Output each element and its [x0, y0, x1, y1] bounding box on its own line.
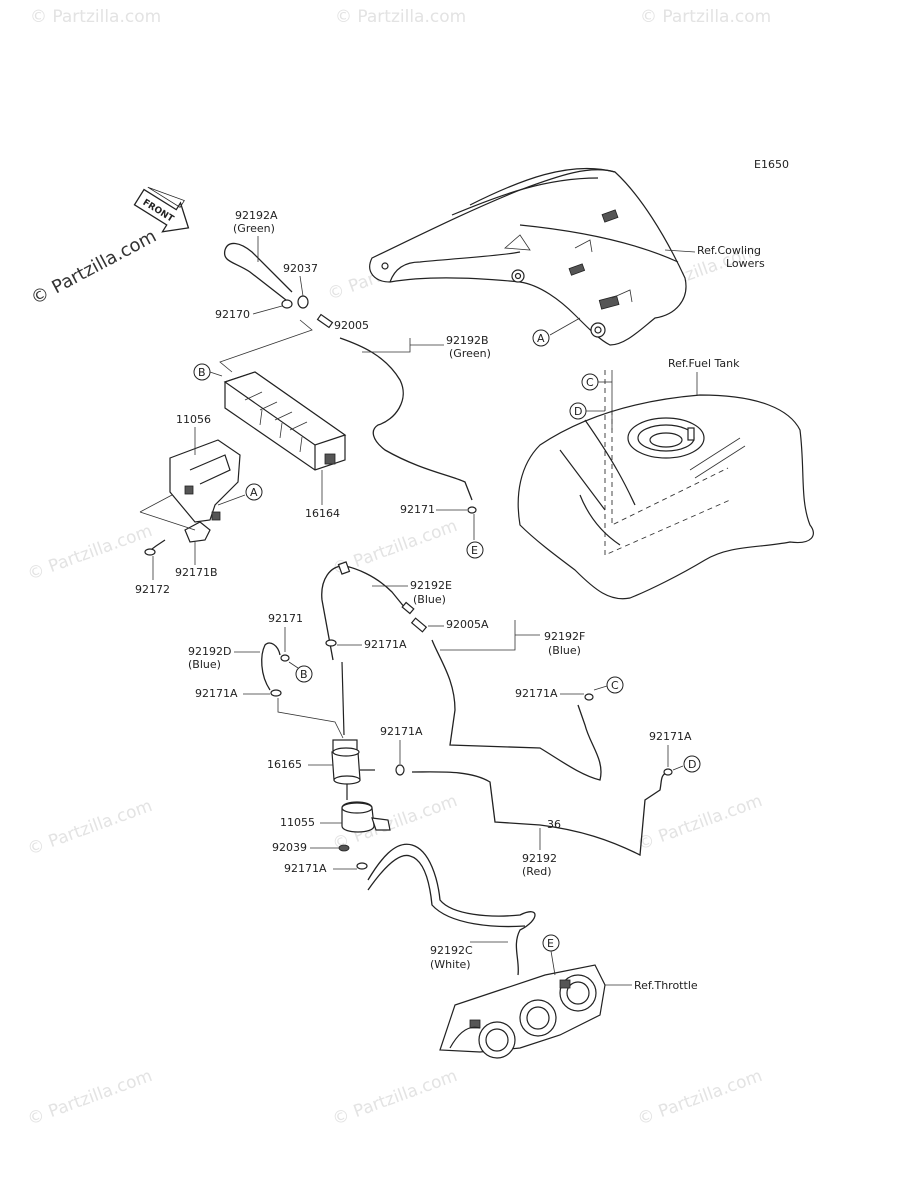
ref-throttle-label: Ref.Throttle	[634, 979, 698, 992]
part-92171-top: 92171	[400, 503, 435, 516]
part-92192a: 92192A	[235, 209, 278, 222]
pipe-92005	[316, 313, 334, 329]
watermark: © Partzilla.com	[25, 521, 155, 585]
pipe-92005a	[410, 617, 428, 633]
watermark: © Partzilla.com	[335, 7, 466, 27]
part-92171a-3: 92171A	[195, 687, 238, 700]
part-92171a-1: 92171A	[364, 638, 407, 651]
hose-92192c	[367, 843, 536, 976]
part-92172: 92172	[135, 583, 170, 596]
part-92005a: 92005A	[446, 618, 489, 631]
part-92192e: 92192E	[410, 579, 452, 592]
part-92192: 92192	[522, 852, 557, 865]
watermark-dark: © Partzilla.com	[27, 226, 160, 310]
watermark: © Partzilla.com	[330, 1066, 460, 1130]
part-16165: 16165	[267, 758, 302, 771]
hose-92192d	[261, 642, 281, 691]
part-92171a-2: 92171A	[515, 687, 558, 700]
watermark: © Partzilla.com	[635, 1066, 765, 1130]
part-92192d-color: (Blue)	[188, 658, 221, 671]
cowling-lowers	[369, 167, 687, 346]
part-16164: 16164	[305, 507, 340, 520]
part-92171b: 92171B	[175, 566, 218, 579]
part-92037: 92037	[283, 262, 318, 275]
part-92192f-color: (Blue)	[548, 644, 581, 657]
part-11056: 11056	[176, 413, 211, 426]
hose-92192f	[431, 639, 602, 781]
part-92171-mid: 92171	[268, 612, 303, 625]
part-92192c-color: (White)	[430, 958, 471, 971]
watermark: © Partzilla.com	[25, 1066, 155, 1130]
canister-16164	[223, 371, 347, 471]
part-92171a-4: 92171A	[380, 725, 423, 738]
callout-b2-label: B	[300, 668, 308, 681]
callout-c-label: C	[586, 376, 594, 389]
ref-fuel-tank-label: Ref.Fuel Tank	[668, 357, 740, 370]
watermark: © Partzilla.com	[635, 791, 765, 855]
washer-92037	[297, 295, 309, 309]
callout-e2-label: E	[547, 937, 554, 950]
callout-e-label: E	[471, 544, 478, 557]
diagram-code: E1650	[754, 158, 789, 171]
part-92192b: 92192B	[446, 334, 489, 347]
part-92192a-color: (Green)	[233, 222, 275, 235]
clip-92171b	[184, 521, 211, 543]
fuel-tank	[517, 370, 814, 600]
part-92005: 92005	[334, 319, 369, 332]
callout-c2-label: C	[611, 679, 619, 692]
callout-a2-label: A	[250, 486, 258, 499]
callout-d2	[683, 755, 701, 773]
part-92171a-5: 92171A	[649, 730, 692, 743]
part-92192c: 92192C	[430, 944, 473, 957]
watermark: © Partzilla.com	[30, 7, 161, 27]
hose-92192b	[339, 337, 473, 501]
hose-92192	[411, 771, 669, 857]
callout-d-label: D	[574, 405, 582, 418]
part-92170: 92170	[215, 308, 250, 321]
part-92171a-6: 92171A	[284, 862, 327, 875]
bracket-11055	[341, 801, 391, 833]
callout-e	[466, 541, 484, 559]
filter-16165	[331, 661, 361, 800]
ref-cowling-label-2: Lowers	[726, 257, 765, 270]
bracket-11056	[169, 439, 241, 543]
svg-text:36: 36	[547, 818, 561, 831]
part-11055: 11055	[280, 816, 315, 829]
part-92192d: 92192D	[188, 645, 231, 658]
callout-b2	[295, 665, 313, 683]
watermark: © Partzilla.com	[640, 7, 771, 27]
callout-c2	[606, 676, 624, 694]
hose-92192a	[223, 242, 293, 301]
ref-cowling-label: Ref.Cowling	[697, 244, 761, 257]
throttle-bodies	[439, 964, 606, 1059]
part-92192f: 92192F	[544, 630, 585, 643]
watermark: © Partzilla.com	[25, 796, 155, 860]
callout-d2-label: D	[688, 758, 696, 771]
part-92192e-color: (Blue)	[413, 593, 446, 606]
callout-a	[532, 329, 550, 347]
callout-a2	[245, 483, 263, 501]
part-92039: 92039	[272, 841, 307, 854]
clamp-92170	[281, 299, 293, 309]
callout-a-label: A	[537, 332, 545, 345]
part-92192b-color: (Green)	[449, 347, 491, 360]
callout-b-label: B	[198, 366, 206, 379]
part-92192-color: (Red)	[522, 865, 551, 878]
